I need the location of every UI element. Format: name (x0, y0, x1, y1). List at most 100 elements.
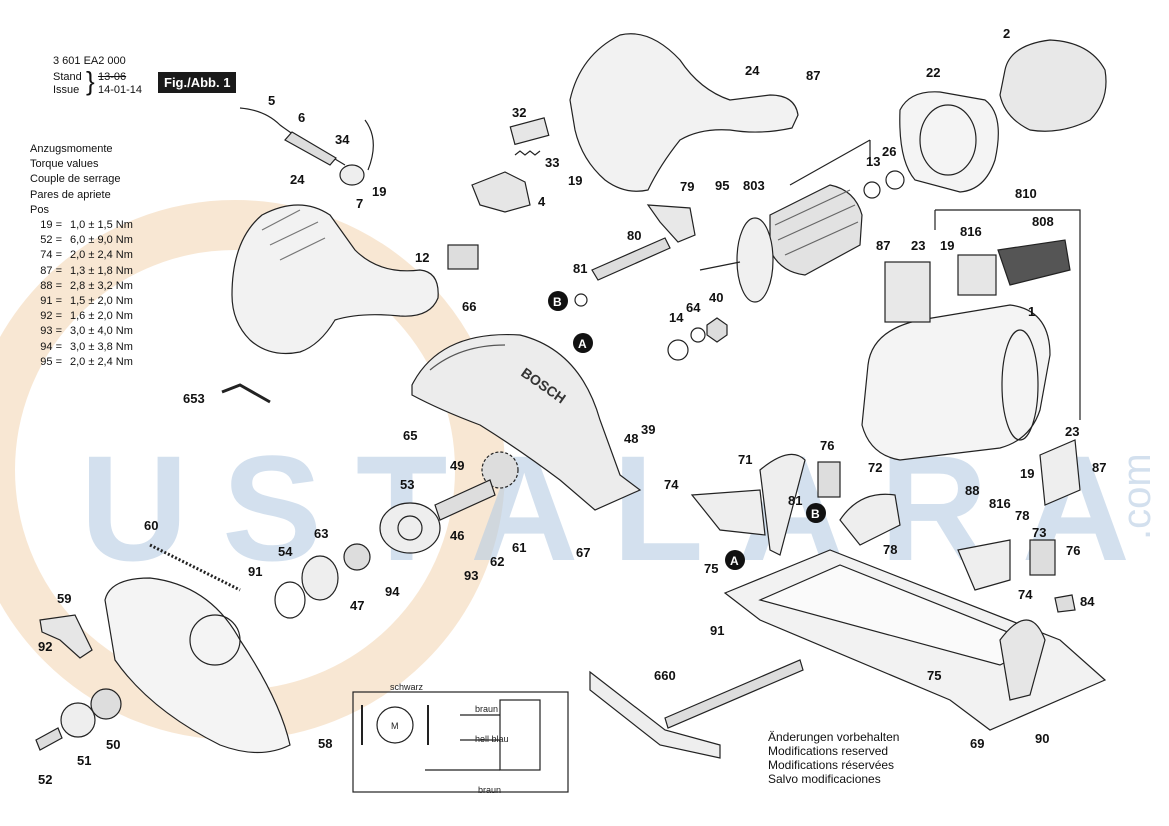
svg-text:B: B (811, 507, 820, 521)
torque-row: 91 =1,5 ± 2,0 Nm (40, 295, 133, 308)
part-label-79: 79 (680, 179, 694, 194)
part-label-24b: 24 (745, 63, 760, 78)
part-label-53: 53 (400, 477, 414, 492)
flange-54 (274, 581, 306, 619)
part-label-19d: 19 (1020, 466, 1034, 481)
lever-59 (39, 614, 93, 659)
part-label-78b: 78 (883, 542, 897, 557)
switch-4 (471, 171, 531, 213)
pin-80 (591, 237, 671, 281)
bracket-810 (789, 139, 1081, 420)
fan (736, 217, 774, 303)
part-label-59: 59 (57, 591, 71, 606)
part-label-13: 13 (866, 154, 880, 169)
guide-660 (589, 670, 721, 759)
part-label-54: 54 (278, 544, 293, 559)
part-label-52: 52 (38, 772, 52, 787)
wire-braun1: braun (475, 704, 498, 714)
part-label-84: 84 (1080, 594, 1095, 609)
spindle-46 (434, 479, 496, 521)
part-label-34: 34 (335, 132, 350, 147)
ring-63 (301, 555, 339, 601)
torque-row: 19 =1,0 ± 1,5 Nm (40, 219, 133, 232)
part-label-33: 33 (545, 155, 559, 170)
part-label-60: 60 (144, 518, 158, 533)
notice-de: Änderungen vorbehalten (768, 730, 900, 744)
part-label-92: 92 (38, 639, 52, 654)
part-label-94: 94 (385, 584, 400, 599)
watermark-suffix: .com (1115, 453, 1159, 540)
part-label-81b: 81 (788, 493, 802, 508)
guard-66 (411, 333, 642, 511)
wire-hellblau: hell blau (475, 734, 509, 744)
washer-81 (574, 293, 588, 307)
part-label-40: 40 (709, 290, 723, 305)
part-label-87c: 87 (1092, 460, 1106, 475)
bearing-plate-53 (379, 502, 441, 554)
flange-51 (60, 702, 96, 738)
part-label-76a: 76 (820, 438, 834, 453)
part-label-73: 73 (1032, 525, 1046, 540)
washer-64 (690, 327, 706, 343)
part-label-91b: 91 (710, 623, 724, 638)
scale-plate (999, 619, 1046, 701)
notice-es: Salvo modificaciones (768, 772, 881, 786)
part-label-66: 66 (462, 299, 476, 314)
part-label-23a: 23 (911, 238, 925, 253)
part-label-74b: 74 (1018, 587, 1033, 602)
part-label-4: 4 (538, 194, 546, 209)
switch-34 (339, 164, 365, 186)
part-label-58: 58 (318, 736, 332, 751)
motor-housing-1 (861, 304, 1051, 461)
torque-row: 88 =2,8 ± 3,2 Nm (40, 279, 133, 292)
part-label-46: 46 (450, 528, 464, 543)
part-label-19a: 19 (372, 184, 386, 199)
plate-23 (884, 261, 931, 323)
part-label-653: 653 (183, 391, 205, 406)
part-label-87b: 87 (876, 238, 890, 253)
part-label-71: 71 (738, 452, 752, 467)
torque-title-fr: Couple de serrage (30, 173, 121, 186)
torque-row: 94 =3,0 ± 3,8 Nm (40, 340, 133, 353)
housing-upper (569, 33, 799, 192)
svg-text:A: A (578, 337, 587, 351)
part-label-76b: 76 (1066, 543, 1080, 558)
part-label-69: 69 (970, 736, 984, 751)
part-label-75b: 75 (927, 668, 941, 683)
part-label-22: 22 (926, 65, 940, 80)
field-coil-2 (999, 39, 1107, 132)
part-label-81a: 81 (573, 261, 587, 276)
torque-title-es: Pares de apriete (30, 188, 111, 201)
wire-braun2: braun (478, 785, 501, 795)
bracket-plate (690, 489, 766, 536)
notice-en: Modifications reserved (768, 744, 889, 758)
svg-text:A: A (730, 554, 739, 568)
bearing-47 (343, 543, 371, 571)
part-label-78a: 78 (1015, 508, 1029, 523)
part-label-65: 65 (403, 428, 417, 443)
part-label-23b: 23 (1065, 424, 1079, 439)
marker-a-bottom: A (725, 550, 745, 570)
part-label-64: 64 (686, 300, 701, 315)
housing-left (231, 204, 439, 355)
bracket-71 (759, 453, 806, 556)
issue-label: Issue (53, 84, 80, 96)
torque-title-de: Anzugsmomente (30, 143, 113, 155)
part-label-39: 39 (641, 422, 655, 437)
torque-row: 87 =1,3 ± 1,8 Nm (40, 264, 133, 277)
doc-number: 3 601 EA2 000 (53, 55, 126, 67)
switch-box (499, 699, 541, 771)
spring-60 (149, 543, 241, 592)
wire-schwarz: schwarz (390, 682, 424, 692)
old-date: 13-06 (98, 71, 127, 83)
part-label-12: 12 (415, 250, 429, 265)
part-label-816b: 816 (989, 496, 1011, 511)
part-label-90: 90 (1035, 731, 1049, 746)
part-label-93: 93 (464, 568, 478, 583)
torque-table: Anzugsmomente Torque values Couple de se… (30, 142, 133, 370)
part-label-80: 80 (627, 228, 641, 243)
torque-row: 93 =3,0 ± 4,0 Nm (40, 325, 133, 338)
gear-49 (481, 451, 519, 489)
part-label-61: 61 (512, 540, 526, 555)
